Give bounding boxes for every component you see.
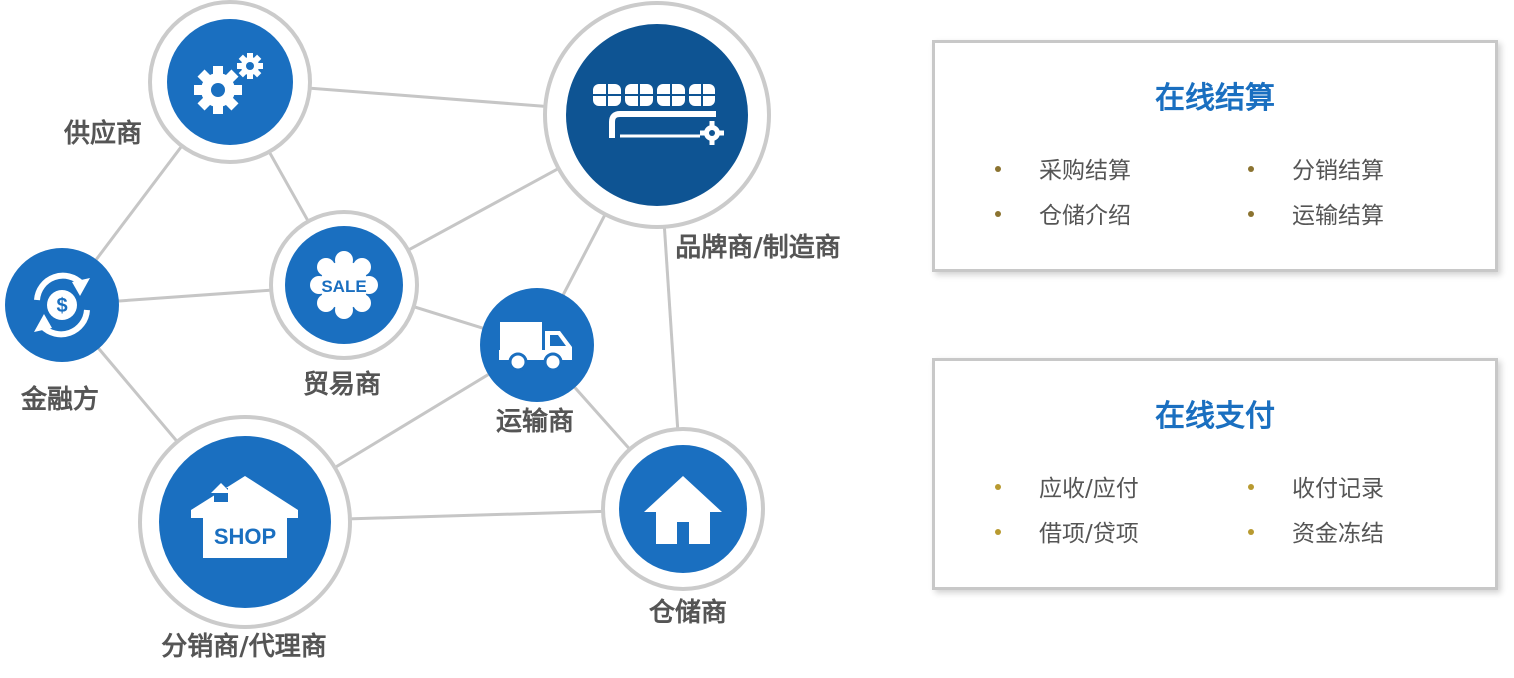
bullet-icon xyxy=(1248,484,1254,490)
node-supplier xyxy=(148,0,312,164)
node-brand xyxy=(543,1,771,229)
shop-icon: SHOP xyxy=(191,476,298,558)
card-item: 分销结算 xyxy=(1292,158,1384,184)
card-item: 收付记录 xyxy=(1292,476,1384,502)
node-label-distributor: 分销商/代理商 xyxy=(161,632,327,662)
bullet-icon xyxy=(995,484,1001,490)
sale-text: SALE xyxy=(321,277,366,296)
bullet-icon xyxy=(1248,529,1254,535)
node-distributor: SHOP xyxy=(138,415,352,629)
truck-icon xyxy=(498,320,572,372)
dollar-cycle-icon: $ xyxy=(34,272,90,338)
node-label-finance: 金融方 xyxy=(20,385,100,415)
card-title: 在线支付 xyxy=(1155,399,1275,434)
card-item: 采购结算 xyxy=(1039,158,1131,184)
node-finance: $ xyxy=(5,248,119,362)
node-trader: SALE xyxy=(269,210,419,360)
card-title: 在线结算 xyxy=(1155,81,1275,116)
bullet-icon xyxy=(995,529,1001,535)
sale-badge-icon: SALE xyxy=(310,251,378,319)
node-label-trader: 贸易商 xyxy=(302,370,382,400)
node-warehouse xyxy=(601,427,765,591)
node-label-supplier: 供应商 xyxy=(63,119,143,149)
card-online-payment: 在线支付 应收/应付 收付记录 借项/贷项 资金冻结 xyxy=(932,358,1498,590)
bullet-icon xyxy=(995,211,1001,217)
card-item: 借项/贷项 xyxy=(1039,521,1139,547)
node-label-warehouse: 仓储商 xyxy=(648,598,728,628)
card-item: 应收/应付 xyxy=(1039,476,1139,502)
bullet-icon xyxy=(995,166,1001,172)
house-icon xyxy=(644,476,722,544)
card-item: 仓储介绍 xyxy=(1039,203,1131,229)
svg-text:$: $ xyxy=(56,295,67,317)
card-item: 资金冻结 xyxy=(1292,521,1384,547)
node-label-brand: 品牌商/制造商 xyxy=(675,233,841,263)
card-online-settlement: 在线结算 采购结算 分销结算 仓储介绍 运输结算 xyxy=(932,40,1498,272)
node-logistics xyxy=(480,288,594,402)
production-line-icon xyxy=(593,84,724,145)
shop-text: SHOP xyxy=(214,524,276,549)
node-label-logistics: 运输商 xyxy=(495,407,575,437)
bullet-icon xyxy=(1248,211,1254,217)
card-item: 运输结算 xyxy=(1292,203,1384,229)
network-diagram: SALE $ xyxy=(5,0,771,629)
bullet-icon xyxy=(1248,166,1254,172)
